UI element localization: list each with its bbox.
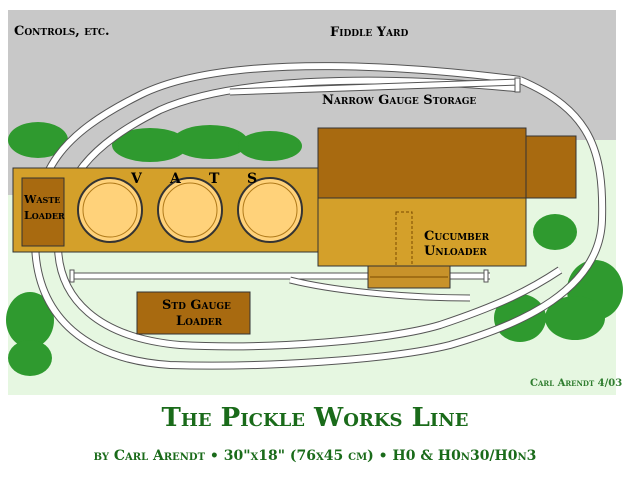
vat [237, 177, 303, 243]
label-cucumber-unloader-1: Cucumber [424, 229, 490, 244]
label-waste-loader-1: Waste [23, 193, 60, 206]
label-credit: Carl Arendt 4/03 [530, 378, 622, 389]
tree [545, 296, 605, 340]
vat-rim [162, 182, 218, 238]
page-subtitle: by Carl Arendt • 30"x18" (76x45 cm) • H0… [94, 448, 537, 464]
vat [77, 177, 143, 243]
label-fiddle-yard: Fiddle Yard [330, 25, 409, 40]
label-vats-a: A [169, 171, 182, 187]
vat [157, 177, 223, 243]
waste-loader-building [21, 177, 65, 247]
tree [8, 340, 52, 376]
tree [8, 122, 68, 158]
label-narrow-gauge-storage: Narrow Gauge Storage [322, 93, 476, 108]
label-std-gauge-loader-1: Std Gauge [162, 298, 231, 313]
tree [238, 131, 302, 161]
tree [533, 214, 577, 250]
std-gauge-loader-building [136, 291, 251, 335]
vats [77, 177, 303, 243]
bumper [514, 77, 521, 93]
vat-rim [82, 182, 138, 238]
label-controls: Controls, etc. [14, 24, 110, 39]
gray-area [8, 10, 616, 140]
main-building [317, 127, 527, 199]
tree [6, 292, 54, 348]
label-waste-loader-2: Loader [24, 209, 65, 222]
bumper [69, 269, 75, 283]
bumper [483, 269, 489, 283]
cucumber-unloader-building [317, 197, 527, 267]
vat-rim [242, 182, 298, 238]
track [30, 62, 607, 370]
label-vats-t: T [209, 171, 220, 187]
building-annex [525, 135, 577, 199]
label-std-gauge-loader-2: Loader [176, 314, 223, 329]
label-vats-v: V [130, 171, 143, 187]
tree [112, 128, 188, 162]
label-cucumber-unloader-2: Unloader [424, 244, 487, 259]
label-vats-s: S [247, 171, 257, 187]
tree [172, 125, 248, 159]
page-title: The Pickle Works Line [162, 403, 469, 433]
